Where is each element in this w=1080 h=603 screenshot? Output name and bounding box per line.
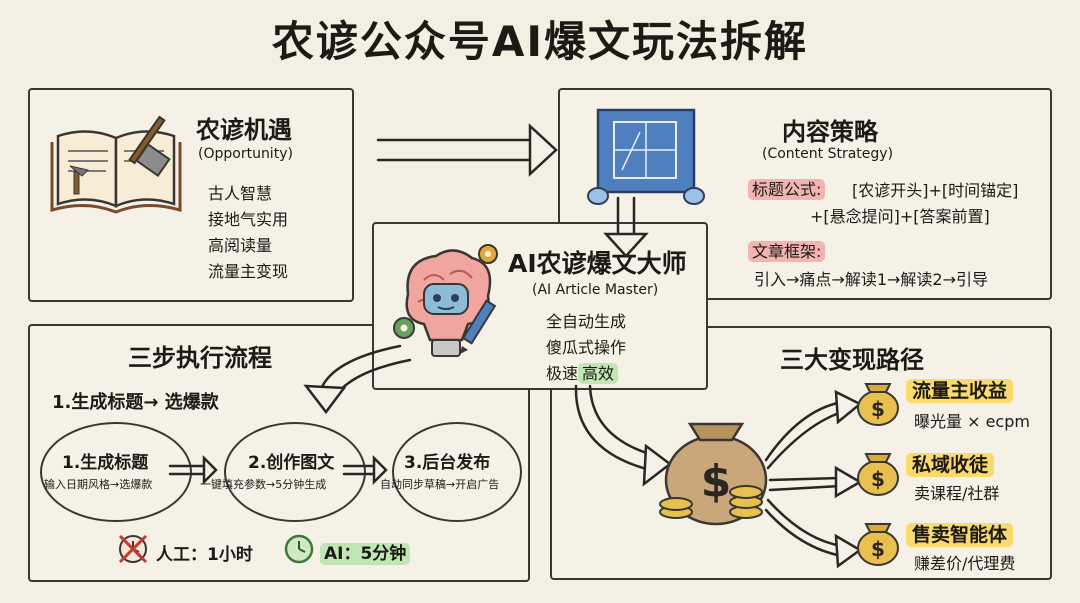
- arrowhead: [202, 454, 218, 486]
- master-subtitle: (AI Article Master): [532, 282, 659, 298]
- svg-text:$: $: [871, 397, 885, 421]
- monetization-heading: 三大变现路径: [780, 346, 924, 374]
- svg-text:$: $: [871, 537, 885, 561]
- money-bag-icon: $: [659, 422, 768, 526]
- blueprint-icon: [587, 108, 705, 205]
- gear-icon: [393, 244, 498, 339]
- ai-time: AI：5分钟: [320, 539, 411, 565]
- arrow-step1-step2: [168, 464, 208, 476]
- step-circle: [40, 422, 192, 522]
- path-title-text: 流量主收益: [906, 379, 1014, 403]
- arrowhead: [642, 443, 673, 487]
- path-desc: 卖课程/社群: [914, 484, 1000, 503]
- brain-robot-icon: [393, 244, 498, 357]
- step-desc: 一键填充参数→5分钟生成: [200, 478, 327, 491]
- arrow-master-money: [574, 384, 658, 472]
- pen-icon: [460, 299, 497, 354]
- opportunity-item: 古人智慧: [208, 184, 273, 203]
- opportunity-item: 接地气实用: [208, 210, 289, 229]
- step-title: 2.创作图文: [248, 453, 335, 473]
- formula-line1: [农谚开头]+[时间锚定]: [852, 181, 1019, 200]
- opportunity-panel: 农谚机遇 (Opportunity) 古人智慧 接地气实用 高阅读量 流量主变现: [28, 88, 354, 302]
- process-heading: 三步执行流程: [128, 344, 272, 372]
- path-desc: 曝光量 × ecpm: [914, 412, 1030, 431]
- master-panel: AI农谚爆文大师 (AI Article Master) 全自动生成 傻瓜式操作…: [372, 222, 708, 390]
- path-title: 私域收徒: [906, 450, 995, 477]
- framework-label-text: 文章框架:: [748, 241, 826, 262]
- formula-line2: +[悬念提问]+[答案前置]: [810, 207, 990, 226]
- arrow-money-path1: [764, 400, 844, 470]
- arrow-opportunity-strategy: [376, 138, 540, 162]
- path-desc: 赚差价/代理费: [914, 554, 1016, 573]
- arrowhead: [528, 123, 558, 177]
- path-title: 售卖智能体: [906, 520, 1014, 547]
- arrow-money-path2: [768, 476, 842, 492]
- step-title: 1.生成标题: [62, 453, 149, 473]
- page-title: 农谚公众号AI爆文玩法拆解: [271, 17, 809, 66]
- clock-icon: [284, 534, 314, 564]
- master-item: 傻瓜式操作: [546, 338, 627, 357]
- arrow-step2-step3: [342, 464, 378, 476]
- svg-text:$: $: [701, 456, 732, 507]
- arrow-strategy-master: [616, 196, 636, 238]
- path-title: 流量主收益: [906, 376, 1014, 403]
- master-item: 极速高效: [546, 360, 619, 384]
- framework-label: 文章框架:: [748, 238, 826, 262]
- coin-bag-icon: $: [857, 453, 899, 496]
- step-circle: [392, 422, 522, 522]
- coin-bag-icon: $: [857, 523, 899, 566]
- master-item-highlight: 高效: [578, 363, 619, 384]
- arrowhead: [603, 232, 649, 258]
- opportunity-item: 高阅读量: [208, 236, 273, 255]
- step-circle: [224, 422, 366, 522]
- strategy-heading: 内容策略: [782, 118, 878, 146]
- master-item: 全自动生成: [546, 312, 627, 331]
- step-desc: 输入日期风格→选爆款: [44, 478, 153, 491]
- opportunity-heading: 农谚机遇: [196, 116, 292, 144]
- step-title: 3.后台发布: [404, 453, 491, 473]
- strategy-subtitle: (Content Strategy): [762, 146, 894, 162]
- coin-bag-icon: $: [857, 383, 899, 426]
- book-hammer-icon: [50, 115, 182, 214]
- formula-label-text: 标题公式:: [748, 179, 826, 200]
- process-intro: 1.生成标题→ 选爆款: [52, 392, 219, 413]
- no-clock-icon: [118, 534, 148, 564]
- arrowhead: [834, 389, 863, 425]
- path-title-text: 私域收徒: [906, 453, 995, 477]
- arrowhead: [834, 533, 863, 569]
- opportunity-item: 流量主变现: [208, 262, 289, 281]
- path-title-text: 售卖智能体: [906, 523, 1014, 547]
- framework-text: 引入→痛点→解读1→解读2→引导: [754, 270, 988, 289]
- process-panel: 三步执行流程 1.生成标题→ 选爆款 1.生成标题 输入日期风格→选爆款 2.创…: [28, 324, 530, 582]
- master-item-prefix: 极速: [546, 364, 579, 383]
- arrow-money-path3: [764, 498, 844, 558]
- arrowhead: [372, 454, 388, 486]
- opportunity-subtitle: (Opportunity): [198, 146, 293, 162]
- ai-time-text: AI：5分钟: [320, 543, 411, 565]
- svg-text:$: $: [871, 467, 885, 491]
- arrowhead: [303, 384, 347, 415]
- formula-label: 标题公式:: [748, 176, 826, 200]
- manual-time: 人工：1小时: [156, 545, 253, 565]
- master-heading: AI农谚爆文大师: [508, 249, 687, 278]
- step-desc: 自动同步草稿→开启广告: [380, 478, 500, 491]
- connector-arrows: [168, 123, 863, 569]
- arrowhead: [834, 465, 863, 499]
